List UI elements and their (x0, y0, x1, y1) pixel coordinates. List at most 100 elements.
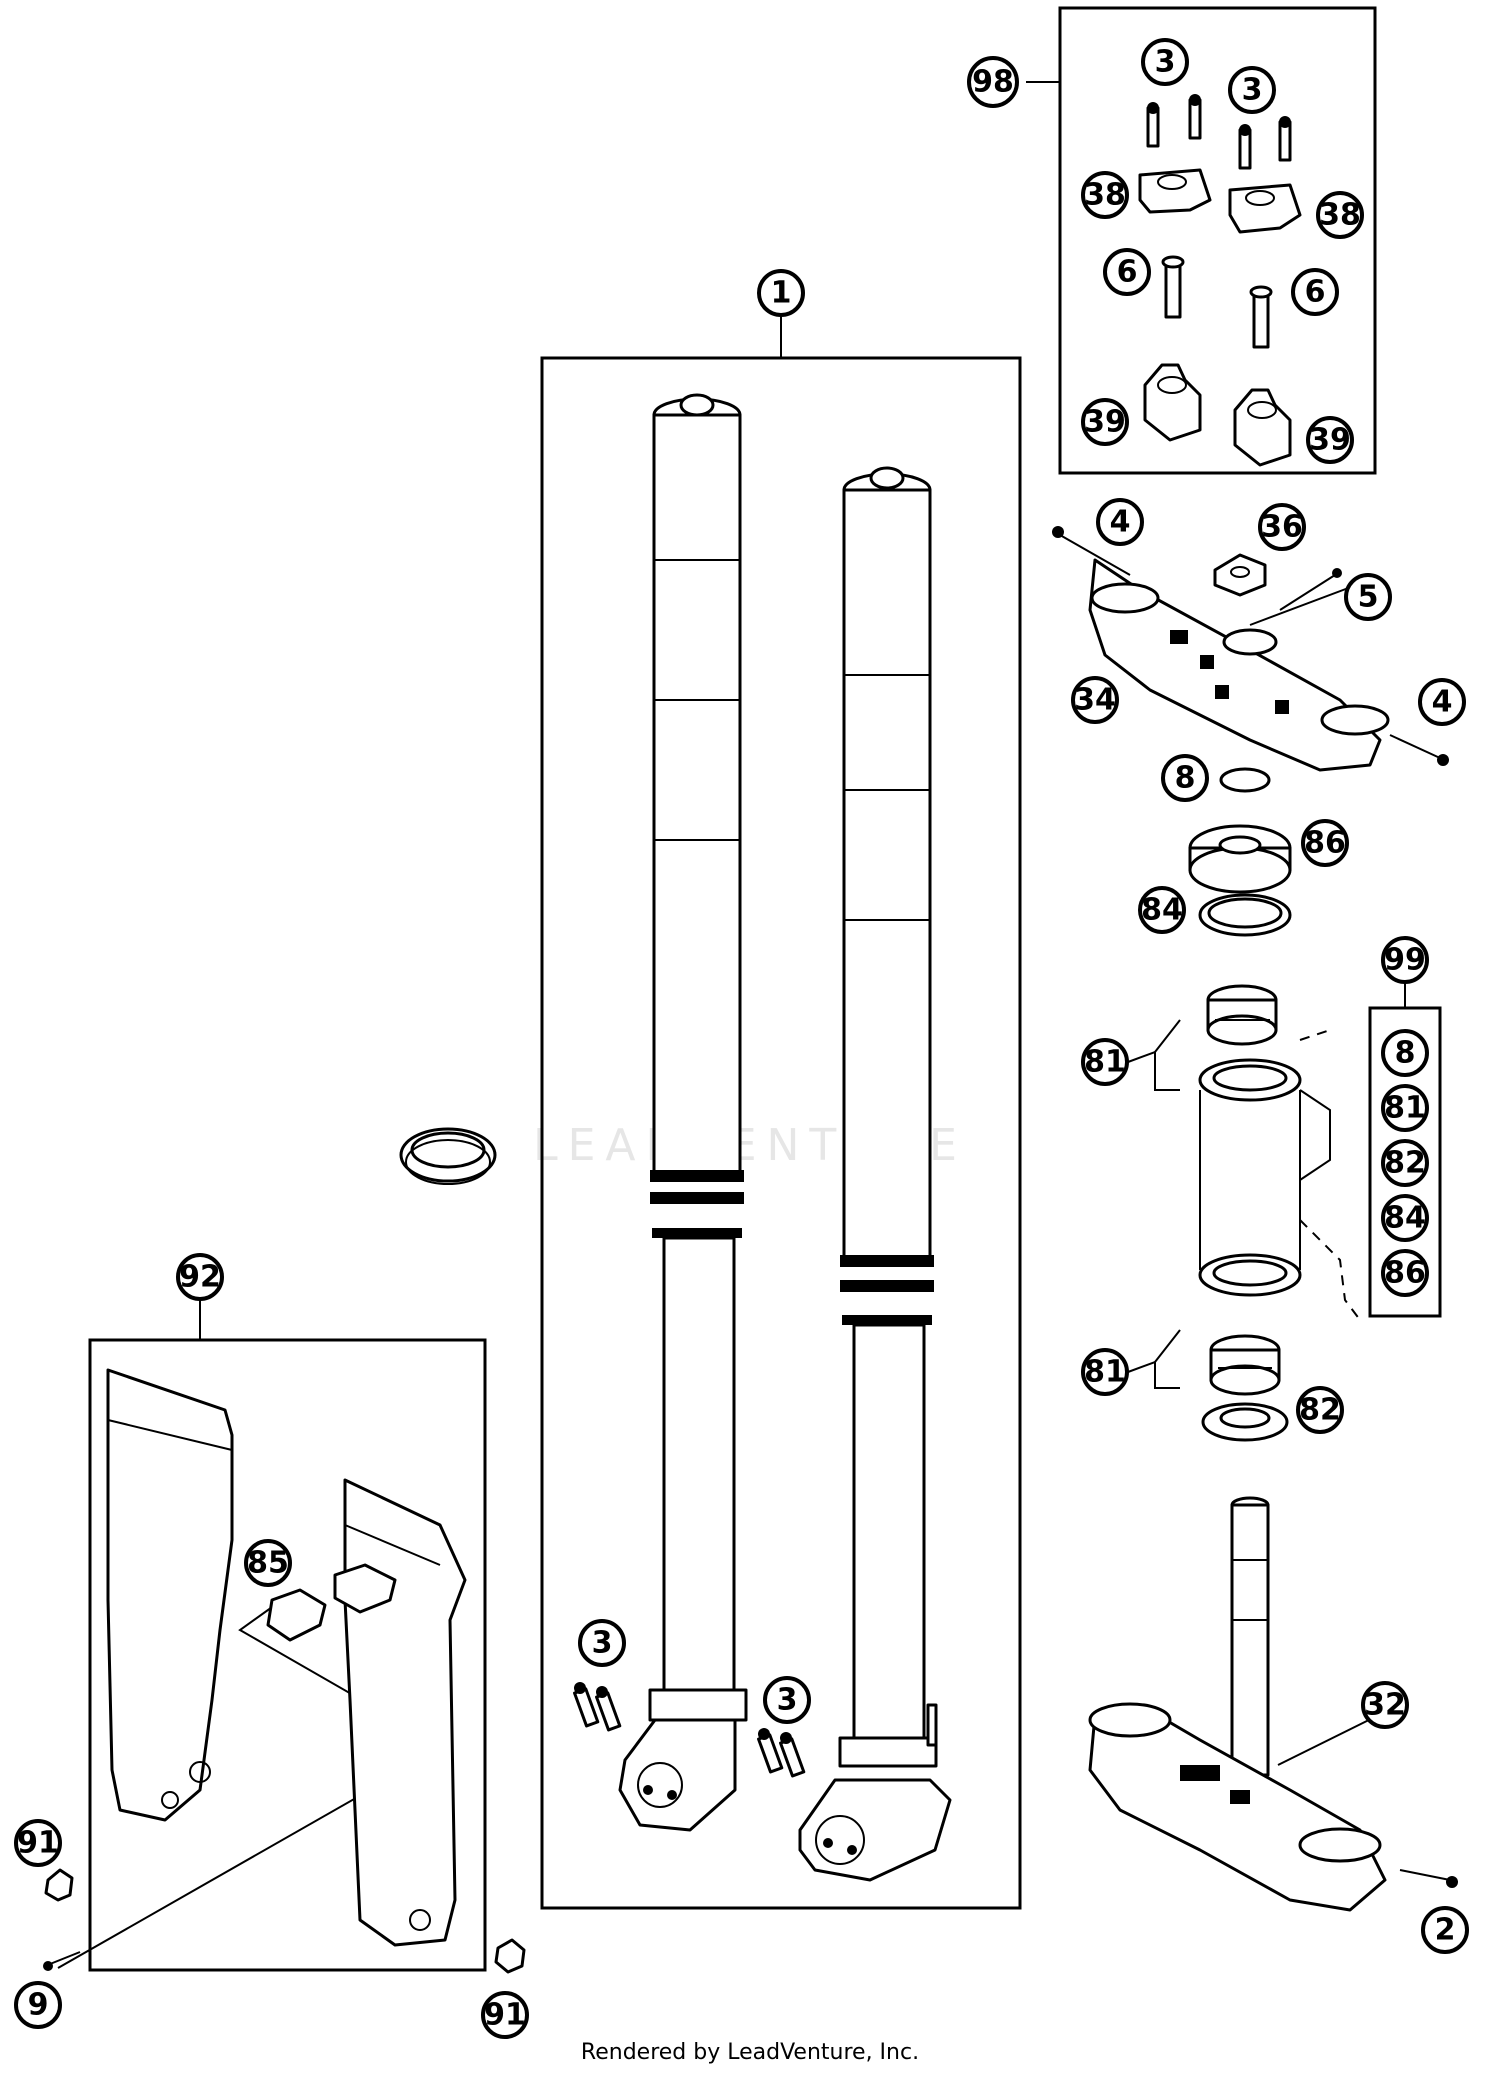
callout-38-a: 38 (1081, 171, 1129, 219)
callout-4-a: 4 (1096, 498, 1144, 546)
svg-text:39: 39 (1084, 405, 1126, 440)
svg-text:36: 36 (1261, 510, 1303, 545)
bolt-6b (1249, 285, 1273, 349)
svg-text:86: 86 (1384, 1256, 1426, 1291)
nut-36 (1213, 553, 1267, 597)
bolt-pair-3-right (757, 1728, 806, 1778)
upper-triple-clamp-34 (1052, 526, 1449, 772)
svg-text:38: 38 (1084, 178, 1126, 213)
svg-text:91: 91 (17, 1826, 59, 1861)
callout-99-item-82: 82 (1381, 1139, 1429, 1187)
callout-91-upper: 91 (14, 1819, 62, 1867)
callout-92: 92 (176, 1253, 224, 1301)
callout-34: 34 (1071, 676, 1119, 724)
callout-99: 99 (1381, 936, 1429, 984)
svg-text:1: 1 (771, 276, 792, 311)
svg-text:3: 3 (1155, 45, 1176, 80)
svg-text:84: 84 (1384, 1201, 1426, 1236)
callout-3-fork-left: 3 (578, 1619, 626, 1667)
svg-text:6: 6 (1305, 275, 1326, 310)
svg-text:9: 9 (28, 1988, 49, 2023)
callout-39-a: 39 (1081, 398, 1129, 446)
svg-text:3: 3 (777, 1683, 798, 1718)
callout-99-item-84: 84 (1381, 1194, 1429, 1242)
callout-5: 5 (1344, 573, 1392, 621)
seal-ring (399, 1127, 497, 1185)
callout-3-kit-b: 3 (1228, 66, 1276, 114)
seal-82 (1201, 1402, 1289, 1442)
svg-text:39: 39 (1309, 423, 1351, 458)
svg-text:38: 38 (1319, 198, 1361, 233)
bolt-pair-3-left (573, 1682, 622, 1732)
callout-99-item-8: 8 (1381, 1029, 1429, 1077)
protector-clip-85 (266, 1563, 397, 1642)
svg-text:81: 81 (1384, 1091, 1426, 1126)
clamp-top-38b (1228, 183, 1302, 234)
callout-8: 8 (1161, 754, 1209, 802)
callout-3-fork-right: 3 (763, 1676, 811, 1724)
callout-39-b: 39 (1306, 416, 1354, 464)
lower-triple-clamp-32 (1088, 1496, 1458, 1912)
screw-9 (43, 1951, 81, 1971)
clamp-bottom-39a (1143, 363, 1202, 442)
callout-6-a: 6 (1103, 248, 1151, 296)
fork-protector-right (343, 1478, 467, 1947)
callout-99-item-86: 86 (1381, 1249, 1429, 1297)
fork-assembly-box-1 (540, 356, 1022, 1910)
svg-text:8: 8 (1175, 761, 1196, 796)
callout-86: 86 (1301, 819, 1349, 867)
fork-leg-right (798, 466, 952, 1882)
o-ring-8 (1219, 767, 1271, 793)
svg-text:81: 81 (1084, 1355, 1126, 1390)
svg-text:4: 4 (1432, 685, 1453, 720)
svg-text:86: 86 (1304, 826, 1346, 861)
svg-text:82: 82 (1299, 1393, 1341, 1428)
upper-bearing-81 (1206, 984, 1278, 1046)
bolt-group-3b (1238, 116, 1292, 170)
fork-leg-left (618, 393, 748, 1832)
screw-91-upper (44, 1868, 74, 1902)
callout-98: 98 (967, 56, 1019, 108)
bolt-group-3a (1146, 94, 1202, 148)
svg-text:5: 5 (1358, 580, 1379, 615)
callouts: 98 3 3 38 38 6 6 39 39 1 4 36 5 34 4 8 8… (14, 38, 1469, 2039)
callout-81-upper: 81 (1081, 1038, 1129, 1086)
callout-99-item-81: 81 (1381, 1084, 1429, 1132)
svg-text:99: 99 (1384, 943, 1426, 978)
svg-text:2: 2 (1435, 1913, 1456, 1948)
svg-text:8: 8 (1395, 1036, 1416, 1071)
kit-box-98 (1058, 6, 1377, 475)
svg-text:85: 85 (247, 1546, 289, 1581)
bolt-6a (1161, 255, 1185, 319)
callout-3-kit-a: 3 (1141, 38, 1189, 86)
svg-text:3: 3 (592, 1626, 613, 1661)
callout-4-b: 4 (1418, 678, 1466, 726)
frame-head-tube (1198, 1029, 1361, 1321)
svg-text:34: 34 (1074, 683, 1116, 718)
svg-text:6: 6 (1117, 255, 1138, 290)
callout-81-lower: 81 (1081, 1348, 1129, 1396)
dust-cover-86 (1188, 824, 1292, 894)
svg-text:84: 84 (1141, 893, 1183, 928)
callout-36: 36 (1258, 503, 1306, 551)
callout-85: 85 (244, 1539, 292, 1587)
callout-38-b: 38 (1316, 191, 1364, 239)
fork-protector-left (106, 1368, 234, 1822)
callout-84: 84 (1138, 886, 1186, 934)
clamp-bottom-39b (1233, 388, 1292, 467)
callout-91-lower: 91 (481, 1991, 529, 2039)
callout-32: 32 (1361, 1681, 1409, 1729)
svg-text:3: 3 (1242, 73, 1263, 108)
seal-84 (1198, 893, 1292, 937)
svg-text:82: 82 (1384, 1146, 1426, 1181)
fork-protector-box-92 (88, 1338, 487, 1972)
lower-bearing-81 (1209, 1334, 1281, 1396)
svg-text:4: 4 (1110, 505, 1131, 540)
callout-6-b: 6 (1291, 268, 1339, 316)
callout-1: 1 (757, 269, 805, 317)
footer-credit: Rendered by LeadVenture, Inc. (580, 2040, 920, 2065)
callout-2: 2 (1421, 1906, 1469, 1954)
svg-text:92: 92 (179, 1260, 221, 1295)
clamp-top-38a (1138, 168, 1212, 214)
